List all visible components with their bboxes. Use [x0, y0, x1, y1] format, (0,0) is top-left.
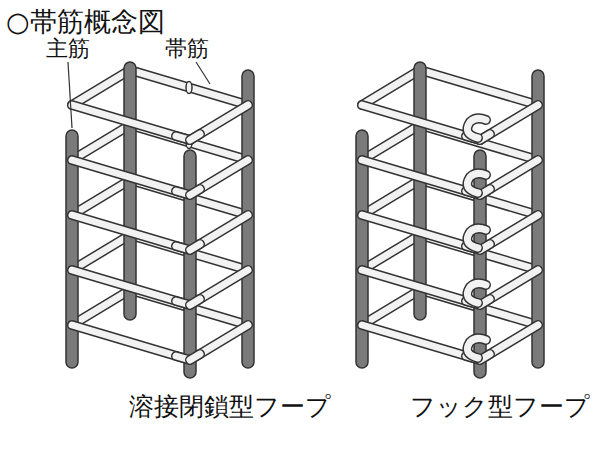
hoop-back	[72, 290, 130, 325]
hoop-back	[72, 125, 130, 160]
hoop-front	[190, 160, 248, 195]
hoop-front	[72, 270, 190, 305]
label: フック型フープ	[410, 392, 590, 422]
hoop-back	[130, 70, 248, 105]
hoop-back	[420, 70, 538, 105]
hoop-back	[130, 70, 248, 105]
hoop-back	[362, 235, 420, 270]
hoop-front	[190, 189, 200, 195]
hoop-front	[190, 189, 200, 195]
hoop-front	[362, 105, 480, 140]
hoop-front	[72, 215, 190, 250]
weld-mark	[186, 82, 192, 94]
hoop-front	[190, 325, 248, 360]
label: 主筋	[46, 36, 90, 62]
title: ○帯筋概念図	[6, 6, 165, 38]
hoop-back	[72, 235, 130, 270]
hoop-front	[362, 215, 480, 250]
hoop-front	[190, 270, 248, 305]
hoop-front	[190, 325, 248, 360]
hook-end	[467, 338, 486, 358]
hoop-back	[362, 290, 420, 325]
hoop-front	[362, 325, 480, 360]
hoop-front	[362, 325, 480, 360]
label: 溶接閉鎖型フープ	[129, 392, 331, 422]
hoop-front	[362, 270, 480, 305]
hook-end	[467, 283, 486, 303]
hoop-front	[190, 134, 200, 140]
hoop-back	[72, 180, 130, 215]
label: 帯筋	[165, 36, 209, 62]
hoop-back	[362, 290, 420, 325]
hoop-back	[362, 70, 420, 105]
hoop-back	[362, 125, 420, 160]
hook-end	[467, 173, 486, 193]
hook-end	[467, 118, 486, 138]
hoop-front	[72, 215, 190, 250]
hoop-back	[362, 180, 420, 215]
hoop-front	[190, 215, 248, 250]
hook-end	[467, 283, 486, 303]
hoop-front	[72, 105, 190, 140]
hoop-front	[190, 160, 248, 195]
hoop-front	[362, 160, 480, 195]
hoop-front	[362, 160, 480, 195]
hoop-front	[190, 134, 200, 140]
hoop-back	[362, 235, 420, 270]
hoop-front	[190, 299, 200, 305]
hook-end	[467, 228, 486, 248]
main-bar	[184, 150, 196, 378]
hoop-front	[190, 105, 248, 140]
hoop-front	[190, 244, 200, 250]
hoop-back	[362, 180, 420, 215]
hoop-front	[362, 105, 480, 140]
hoop-front	[190, 354, 200, 360]
hoop-front	[190, 215, 248, 250]
leader-line	[196, 62, 210, 84]
hoop-back	[420, 70, 538, 105]
hoop-front	[190, 105, 248, 140]
hoop-front	[72, 325, 190, 360]
hoop-front	[362, 270, 480, 305]
hoop-front	[72, 160, 190, 195]
hoop-front	[72, 325, 190, 360]
hook-end	[467, 173, 486, 193]
hook-end	[467, 338, 486, 358]
hoop-front	[190, 354, 200, 360]
hoop-front	[72, 160, 190, 195]
hoop-back	[72, 180, 130, 215]
hoop-back	[362, 125, 420, 160]
hoop-front	[190, 244, 200, 250]
hoop-back	[72, 235, 130, 270]
hook-end	[467, 228, 486, 248]
leader-line	[68, 62, 72, 128]
hoop-back	[72, 125, 130, 160]
hoop-back	[362, 70, 420, 105]
hoop-back	[72, 290, 130, 325]
hoop-front	[362, 215, 480, 250]
hoop-back	[72, 70, 130, 105]
hoop-front	[190, 299, 200, 305]
hoop-front	[72, 270, 190, 305]
hook-end	[467, 118, 486, 138]
hoop-back	[72, 70, 130, 105]
hoop-front	[72, 105, 190, 140]
hoop-front	[190, 270, 248, 305]
